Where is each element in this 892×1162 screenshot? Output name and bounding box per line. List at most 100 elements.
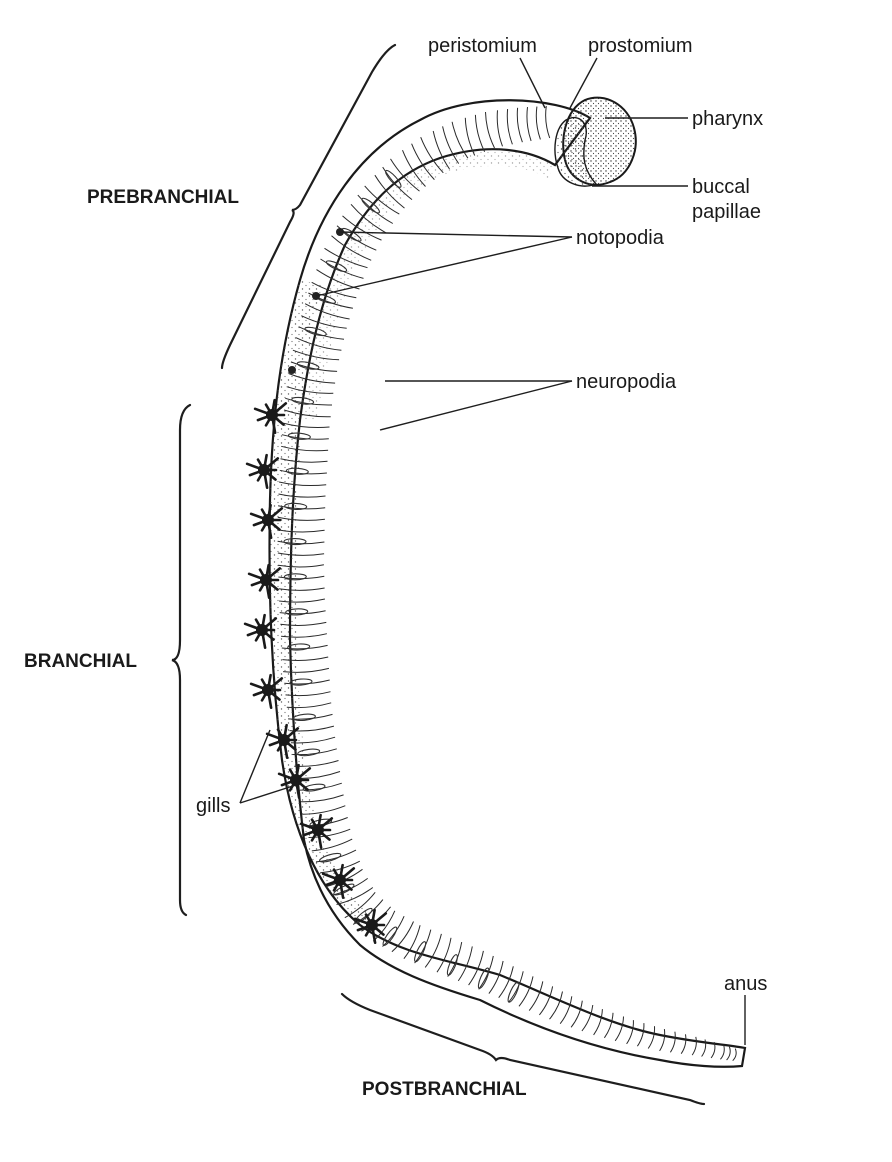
- gill-tufts: [243, 398, 388, 945]
- neuropodium: [291, 396, 315, 405]
- segment-ring: [488, 960, 504, 994]
- segment-ring: [364, 185, 400, 215]
- neuropodium: [507, 981, 520, 1003]
- label-peristomium: peristomium: [428, 35, 537, 57]
- segment-ring: [710, 1041, 716, 1059]
- segment-ring: [281, 633, 328, 638]
- label-gills: gills: [196, 795, 230, 817]
- segment-ring: [424, 933, 442, 968]
- neuropodium: [296, 361, 320, 370]
- label-buccal: buccal: [692, 176, 750, 198]
- segment-ring: [391, 921, 414, 953]
- label-neuropodia: neuropodia: [576, 371, 677, 393]
- gill-tuft: [299, 813, 334, 850]
- segment-ring: [288, 373, 336, 384]
- segment-ring: [535, 106, 541, 140]
- label-anus: anus: [724, 973, 767, 995]
- segment-ring: [570, 1000, 583, 1028]
- segment-ring: [295, 337, 342, 351]
- segment-ring: [539, 986, 554, 1016]
- segment-ring: [732, 1048, 737, 1062]
- neuropodium: [302, 783, 326, 792]
- segment-ring: [308, 828, 351, 838]
- segment-ring: [278, 587, 325, 591]
- neuropodium: [283, 538, 307, 546]
- neuropodium: [285, 467, 309, 475]
- segment-ring: [516, 107, 523, 143]
- segment-ring: [420, 137, 444, 174]
- segment-ring: [320, 860, 361, 874]
- segment-ring: [336, 887, 374, 905]
- gill-tuft: [245, 453, 280, 490]
- segment-ring: [311, 838, 353, 852]
- segment-ring: [545, 105, 551, 139]
- neuropodium: [284, 502, 308, 510]
- segment-ring: [280, 621, 327, 626]
- segment-ring: [701, 1039, 707, 1057]
- gill-tuft: [243, 613, 278, 650]
- segment-ring: [411, 143, 435, 180]
- segment-ring: [300, 794, 344, 803]
- segment-ring: [288, 713, 333, 720]
- gill-tuft: [247, 563, 282, 600]
- notopodium: [288, 366, 296, 374]
- segment-ring: [282, 422, 330, 428]
- segment-ring: [277, 552, 325, 556]
- neuropodium: [385, 169, 402, 188]
- parapodia: [283, 169, 520, 1003]
- segment-ring: [528, 981, 544, 1011]
- segment-ring: [603, 1012, 614, 1039]
- segment-ring: [286, 386, 334, 394]
- segment-ring: [506, 109, 513, 145]
- segment-ring: [283, 409, 331, 418]
- segment-ring: [292, 349, 340, 361]
- segment-ring: [342, 215, 382, 241]
- segment-ring: [659, 1029, 666, 1052]
- segment-ring: [669, 1031, 676, 1053]
- neuropodium: [289, 678, 313, 686]
- segment-ring: [390, 158, 420, 192]
- segment-ring: [331, 235, 372, 261]
- segment-ring: [593, 1009, 603, 1036]
- label-postbranchial: POSTBRANCHIAL: [362, 1079, 527, 1100]
- stippled-flank: [269, 280, 372, 925]
- segment-ring: [357, 194, 394, 224]
- neuropodium: [304, 326, 327, 337]
- segment-ring: [277, 529, 325, 533]
- segment-ring: [498, 966, 514, 999]
- branchial-brace: [171, 403, 192, 917]
- label-pharynx: pharynx: [692, 108, 763, 130]
- neuropodium: [287, 432, 311, 440]
- neuropodium: [382, 926, 398, 946]
- gill-tuft: [277, 763, 312, 800]
- segment-ring: [614, 1016, 624, 1042]
- postbranchial-brace: [340, 992, 706, 1106]
- label-prostomium: prostomium: [588, 35, 692, 57]
- segment-ring: [464, 117, 476, 156]
- segment-ring: [442, 126, 460, 164]
- segment-ring: [451, 121, 469, 159]
- segment-ring: [549, 991, 563, 1020]
- label-branchial: BRANCHIAL: [24, 651, 137, 672]
- segment-ring: [350, 203, 387, 234]
- segment-ring: [457, 946, 473, 982]
- gill-tuft: [249, 673, 284, 710]
- segment-ring: [647, 1026, 656, 1049]
- segment-ring: [286, 702, 332, 709]
- gill-tuft: [321, 863, 356, 900]
- label-papillae: papillae: [692, 201, 761, 223]
- segment-ring: [468, 950, 484, 986]
- segment-ring: [316, 269, 360, 290]
- gill-tuft: [353, 908, 388, 945]
- neuropodium: [297, 748, 321, 757]
- prebranchial-brace: [220, 43, 397, 370]
- worm-body: [268, 99, 747, 1068]
- neuropodium: [285, 608, 309, 616]
- neuropodium: [333, 883, 355, 896]
- segment-ring: [581, 1004, 594, 1032]
- neuropodium: [354, 907, 373, 924]
- segment-ring: [304, 303, 350, 320]
- segment-ring: [680, 1034, 687, 1054]
- segment-ring: [726, 1046, 731, 1061]
